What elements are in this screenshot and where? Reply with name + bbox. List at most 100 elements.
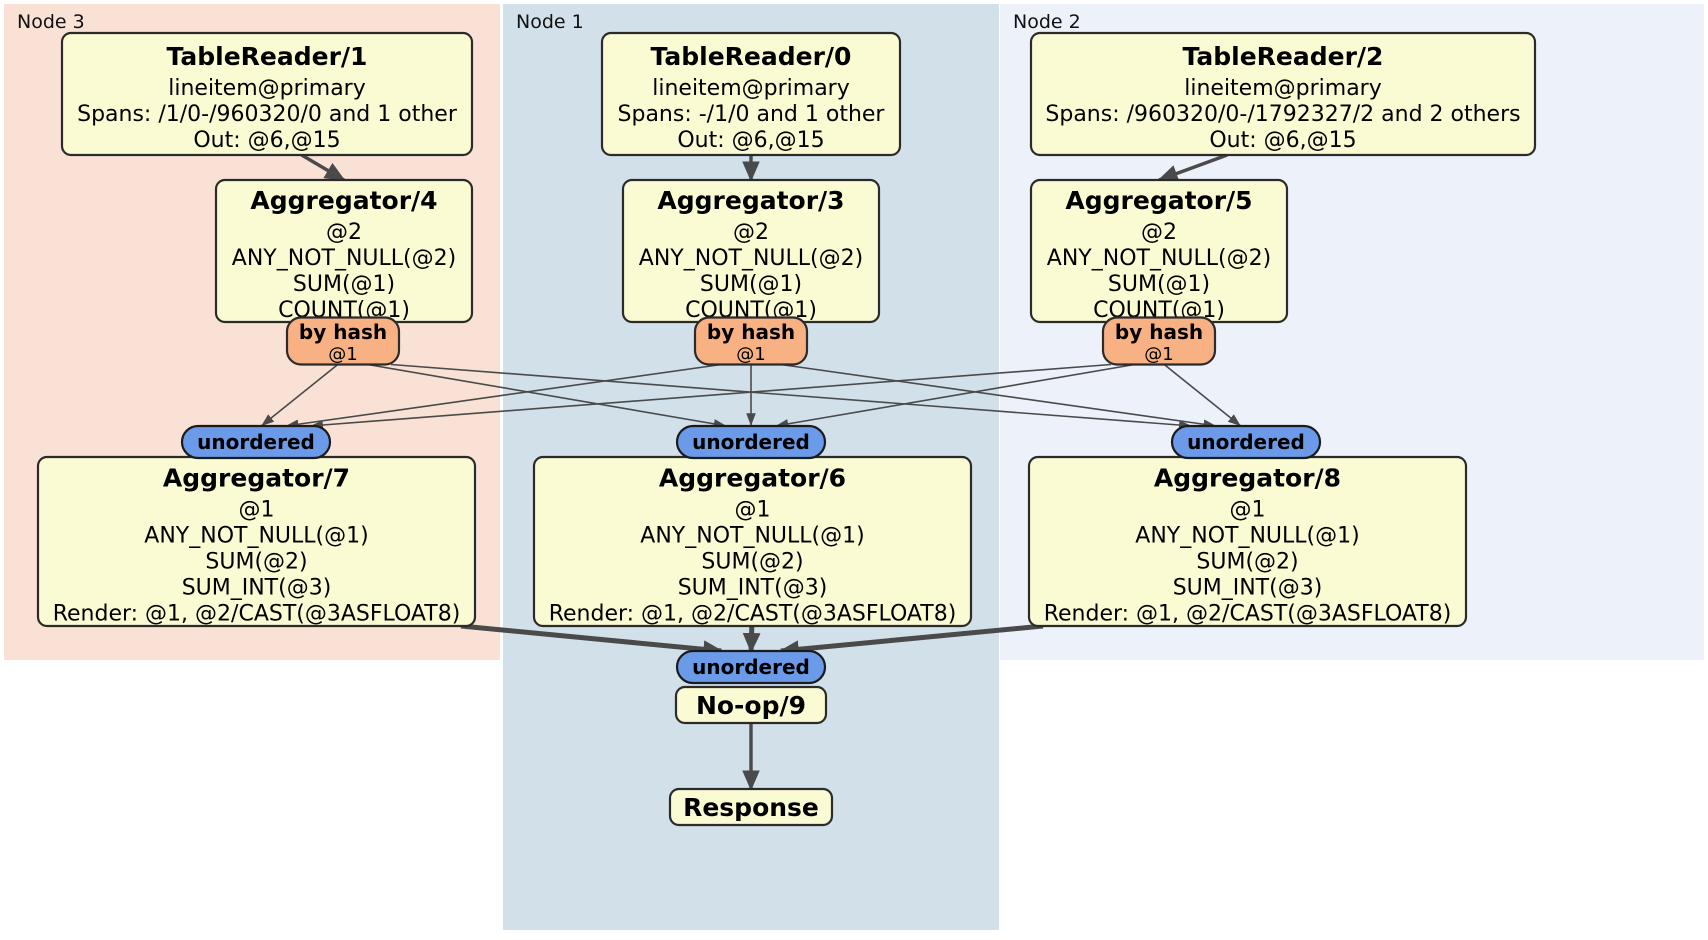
edge-aggregator8-to-unordered-final <box>778 623 1044 659</box>
unordered-synchronizer-badge[interactable]: unordered <box>180 424 332 460</box>
processor-box-shape <box>668 787 834 827</box>
processor-response[interactable]: Response <box>668 787 834 827</box>
processor-title: TableReader/0 <box>651 42 852 71</box>
edges <box>260 153 1242 791</box>
edge-tablereader2-to-aggregator5 <box>1157 153 1228 182</box>
hash-badge-column: @1 <box>736 344 765 365</box>
hash-router-badge[interactable]: by hash@1 <box>1101 316 1217 366</box>
processor-detail-line: Spans: /1/0-/960320/0 and 1 other <box>77 102 458 127</box>
unordered-badge-shape <box>675 649 827 685</box>
processor-detail-line: Out: @6,@15 <box>193 128 340 153</box>
processor-detail-line: ANY_NOT_NULL(@1) <box>1135 524 1359 549</box>
unordered-badge-shape <box>1170 424 1322 460</box>
node-region-label: Node 3 <box>17 11 85 33</box>
node-region-label: Node 2 <box>1013 11 1081 33</box>
processor-aggregator8[interactable]: Aggregator/8 @1ANY_NOT_NULL(@1)SUM(@2)SUM… <box>1027 455 1468 628</box>
hash-badge-label: by hash <box>707 320 795 344</box>
processor-title: TableReader/2 <box>1183 42 1384 71</box>
processor-detail-line: ANY_NOT_NULL(@2) <box>639 246 863 271</box>
processor-title: Aggregator/4 <box>250 186 437 215</box>
unordered-synchronizer-badge[interactable]: unordered <box>675 424 827 460</box>
processor-detail-line: SUM(@2) <box>1196 550 1298 575</box>
processor-title: Aggregator/6 <box>659 464 846 493</box>
processor-detail-line: Out: @6,@15 <box>677 128 824 153</box>
processor-detail-line: @1 <box>735 498 771 523</box>
processor-box-shape <box>600 31 902 157</box>
processor-aggregator5[interactable]: Aggregator/5@2ANY_NOT_NULL(@2)SUM(@1)COU… <box>1029 178 1289 324</box>
edge-hash-agg4-to-unordered-agg8 <box>390 363 1192 430</box>
processor-detail-line: ANY_NOT_NULL(@2) <box>1047 246 1271 271</box>
processor-aggregator4[interactable]: Aggregator/4@2ANY_NOT_NULL(@2)SUM(@1)COU… <box>214 178 474 324</box>
processor-detail-line: @1 <box>239 498 275 523</box>
processor-detail-line: @1 <box>1230 498 1266 523</box>
edge-aggregator7-to-unordered-final <box>460 623 724 659</box>
processor-title: Aggregator/3 <box>657 186 844 215</box>
processor-detail-line: SUM_INT(@3) <box>182 576 332 601</box>
processor-detail-line: ANY_NOT_NULL(@2) <box>232 246 456 271</box>
processor-title: No-op/9 <box>696 691 806 720</box>
unordered-synchronizer-badge[interactable]: unordered <box>1170 424 1322 460</box>
hash-badge-column: @1 <box>1144 344 1173 365</box>
processor-detail-line: SUM(@2) <box>205 550 307 575</box>
edge-hash-agg3-to-unordered-agg8 <box>780 363 1217 429</box>
processor-detail-line: SUM(@1) <box>1108 272 1210 297</box>
processor-title: Aggregator/5 <box>1065 186 1252 215</box>
edge-tablereader1-to-aggregator4 <box>300 153 346 182</box>
processor-detail-line: SUM_INT(@3) <box>1173 576 1323 601</box>
hash-badge-shape <box>693 316 809 366</box>
node-region-label: Node 1 <box>516 11 584 33</box>
edge-hash-agg3-to-unordered-agg7 <box>285 363 722 429</box>
processor-detail-line: lineitem@primary <box>1184 76 1382 101</box>
unordered-badge-label: unordered <box>197 430 315 454</box>
edge-hash-agg5-to-unordered-agg8 <box>1163 363 1242 427</box>
edge-hash-agg5-to-unordered-agg7 <box>310 363 1112 430</box>
processor-box-shape <box>60 31 474 157</box>
processor-detail-line: SUM(@2) <box>701 550 803 575</box>
processor-detail-line: @2 <box>1141 220 1177 245</box>
processor-detail-line: Out: @6,@15 <box>1209 128 1356 153</box>
processor-aggregator6[interactable]: Aggregator/6 @1ANY_NOT_NULL(@1)SUM(@2)SUM… <box>532 455 973 628</box>
hash-router-badge[interactable]: by hash@1 <box>693 316 809 366</box>
processor-title: Response <box>683 793 819 822</box>
hash-badge-shape <box>285 316 401 366</box>
processor-detail-line: Render: @1, @2/CAST(@3ASFLOAT8) <box>549 602 957 627</box>
processor-title: TableReader/1 <box>167 42 368 71</box>
edge-hash-agg5-to-unordered-agg6 <box>775 363 1135 429</box>
unordered-badge-label: unordered <box>692 430 810 454</box>
processor-detail-line: SUM(@1) <box>293 272 395 297</box>
processor-detail-line: SUM(@1) <box>700 272 802 297</box>
processor-aggregator7[interactable]: Aggregator/7@1ANY_NOT_NULL(@1)SUM(@2)SUM… <box>36 455 477 628</box>
processor-detail-line: lineitem@primary <box>652 76 850 101</box>
processor-noop9[interactable]: No-op/9 <box>674 685 828 725</box>
processor-detail-line: Spans: /960320/0-/1792327/2 and 2 others <box>1045 102 1520 127</box>
processor-box-shape <box>674 685 828 725</box>
processor-detail-line: ANY_NOT_NULL(@1) <box>640 524 864 549</box>
processor-detail-line: ANY_NOT_NULL(@1) <box>144 524 368 549</box>
hash-badge-column: @1 <box>328 344 357 365</box>
processor-detail-line: Spans: -/1/0 and 1 other <box>618 102 886 127</box>
edge-aggregator6-to-unordered-final <box>742 625 761 653</box>
edge-hash-agg4-to-unordered-agg6 <box>367 363 727 429</box>
hash-router-badge[interactable]: by hash@1 <box>285 316 401 366</box>
processor-detail-line: @2 <box>733 220 769 245</box>
processor-title: Aggregator/8 <box>1154 464 1341 493</box>
unordered-badge-label: unordered <box>1187 430 1305 454</box>
processor-detail-line: Render: @1, @2/CAST(@3ASFLOAT8) <box>53 602 461 627</box>
hash-badge-label: by hash <box>1115 320 1203 344</box>
unordered-synchronizer-badge[interactable]: unordered <box>675 649 827 685</box>
processor-detail-line: SUM_INT(@3) <box>678 576 828 601</box>
processor-box-shape <box>1029 31 1537 157</box>
processor-detail-line: @2 <box>326 220 362 245</box>
processor-aggregator3[interactable]: Aggregator/3@2ANY_NOT_NULL(@2)SUM(@1)COU… <box>621 178 881 324</box>
processor-detail-line: Render: @1, @2/CAST(@3ASFLOAT8) <box>1044 602 1452 627</box>
hash-badge-label: by hash <box>299 320 387 344</box>
edge-hash-agg4-to-unordered-agg7 <box>260 363 339 427</box>
unordered-badge-label: unordered <box>692 655 810 679</box>
